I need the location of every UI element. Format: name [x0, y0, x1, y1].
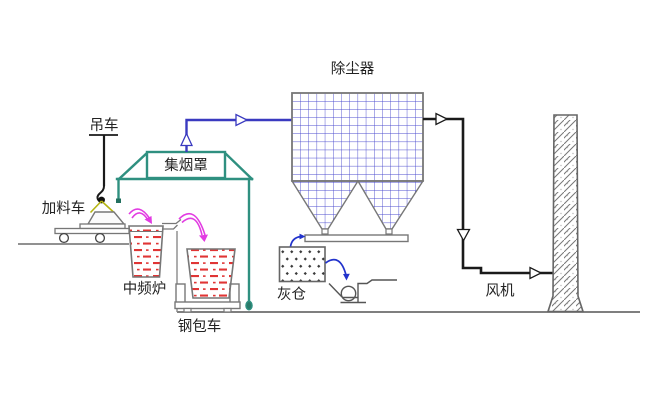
hood-left-post-foot: [116, 198, 121, 203]
chimney: [546, 114, 585, 313]
hopper-left-outlet: [321, 228, 329, 235]
flue-pipe-inlet-line: [185, 118, 292, 152]
pour-arrow-head-icon: [199, 234, 208, 242]
charge-arrow-head-icon: [144, 216, 152, 224]
ladle-cart-leg-right: [223, 307, 232, 313]
fan-label: 风机: [486, 283, 515, 300]
bucket-step: [79, 223, 126, 230]
furnace-spout: [162, 218, 182, 230]
charge-arrow: [128, 208, 152, 224]
hopper-left: [290, 180, 360, 230]
car-wheel-left: [58, 232, 70, 244]
flow-arrow-down-icon: [456, 228, 471, 242]
ash-conveyor: [304, 234, 409, 243]
charging-bucket: [86, 211, 126, 225]
furnace-body: [128, 225, 164, 278]
ash-bin-label: 灰仓: [277, 286, 306, 303]
ash-arrow-cart-head-icon: [343, 273, 350, 281]
smoke-hood: [115, 150, 254, 311]
car-wheel-right: [94, 232, 106, 244]
ladle-container: [186, 248, 236, 299]
ash-arrow-conveyor-head-icon: [299, 233, 306, 240]
ladle-cart-wall-right: [229, 283, 240, 304]
ash-arrow-cart-arc: [325, 258, 347, 276]
cart-scoop: [328, 283, 343, 298]
flow-arrow-right-icon: [235, 113, 249, 127]
furnace: [128, 218, 182, 278]
hood-top-box: [145, 150, 227, 180]
cart-wheel: [340, 285, 357, 302]
ladle-car: [174, 248, 241, 313]
sling-lines: [89, 200, 115, 214]
ash-arrow-conveyor-arc: [289, 235, 302, 247]
outlet-pipe: [423, 112, 554, 280]
hopper-right: [356, 180, 425, 230]
feeding-car-label: 加料车: [42, 200, 86, 217]
flue-pipe-inlet: [179, 113, 292, 152]
feeding-car: [54, 200, 130, 244]
ladle-cart-leg-left: [183, 307, 192, 313]
ash-arrow-cart: [325, 258, 350, 281]
pour-arrow: [178, 212, 208, 242]
hopper-right-outlet: [385, 228, 393, 235]
charge-arrow-arc: [128, 208, 151, 221]
dust-collector: [290, 92, 425, 243]
dust-collector-body: [291, 92, 424, 182]
ash-arrow-conveyor: [289, 233, 306, 247]
hood-left-slant: [117, 151, 149, 181]
ladle-car-label: 钢包车: [178, 318, 222, 335]
flow-arrow-right3-icon: [529, 266, 543, 280]
crane-label: 吊车: [90, 117, 119, 134]
car-platform: [54, 227, 130, 235]
flow-arrow-right2-icon: [435, 112, 449, 126]
ladle-cart-wall-left: [175, 283, 186, 304]
hood-right-slant: [223, 151, 254, 181]
hood-post-anchor-loop: [245, 300, 253, 311]
ladle-cart-platform: [174, 301, 241, 310]
dust-collector-label: 除尘器: [331, 61, 375, 78]
outlet-pipe-line: [423, 117, 554, 275]
furnace-label: 中频炉: [123, 281, 167, 298]
ash-bin: [278, 246, 326, 283]
pour-arrow-arc: [178, 212, 206, 236]
ash-transport-cart: [328, 279, 397, 304]
smoke-hood-label: 集烟罩: [164, 157, 208, 174]
crane: [89, 134, 118, 204]
flow-arrow-up-icon: [179, 131, 194, 147]
cart-frame: [340, 279, 397, 304]
